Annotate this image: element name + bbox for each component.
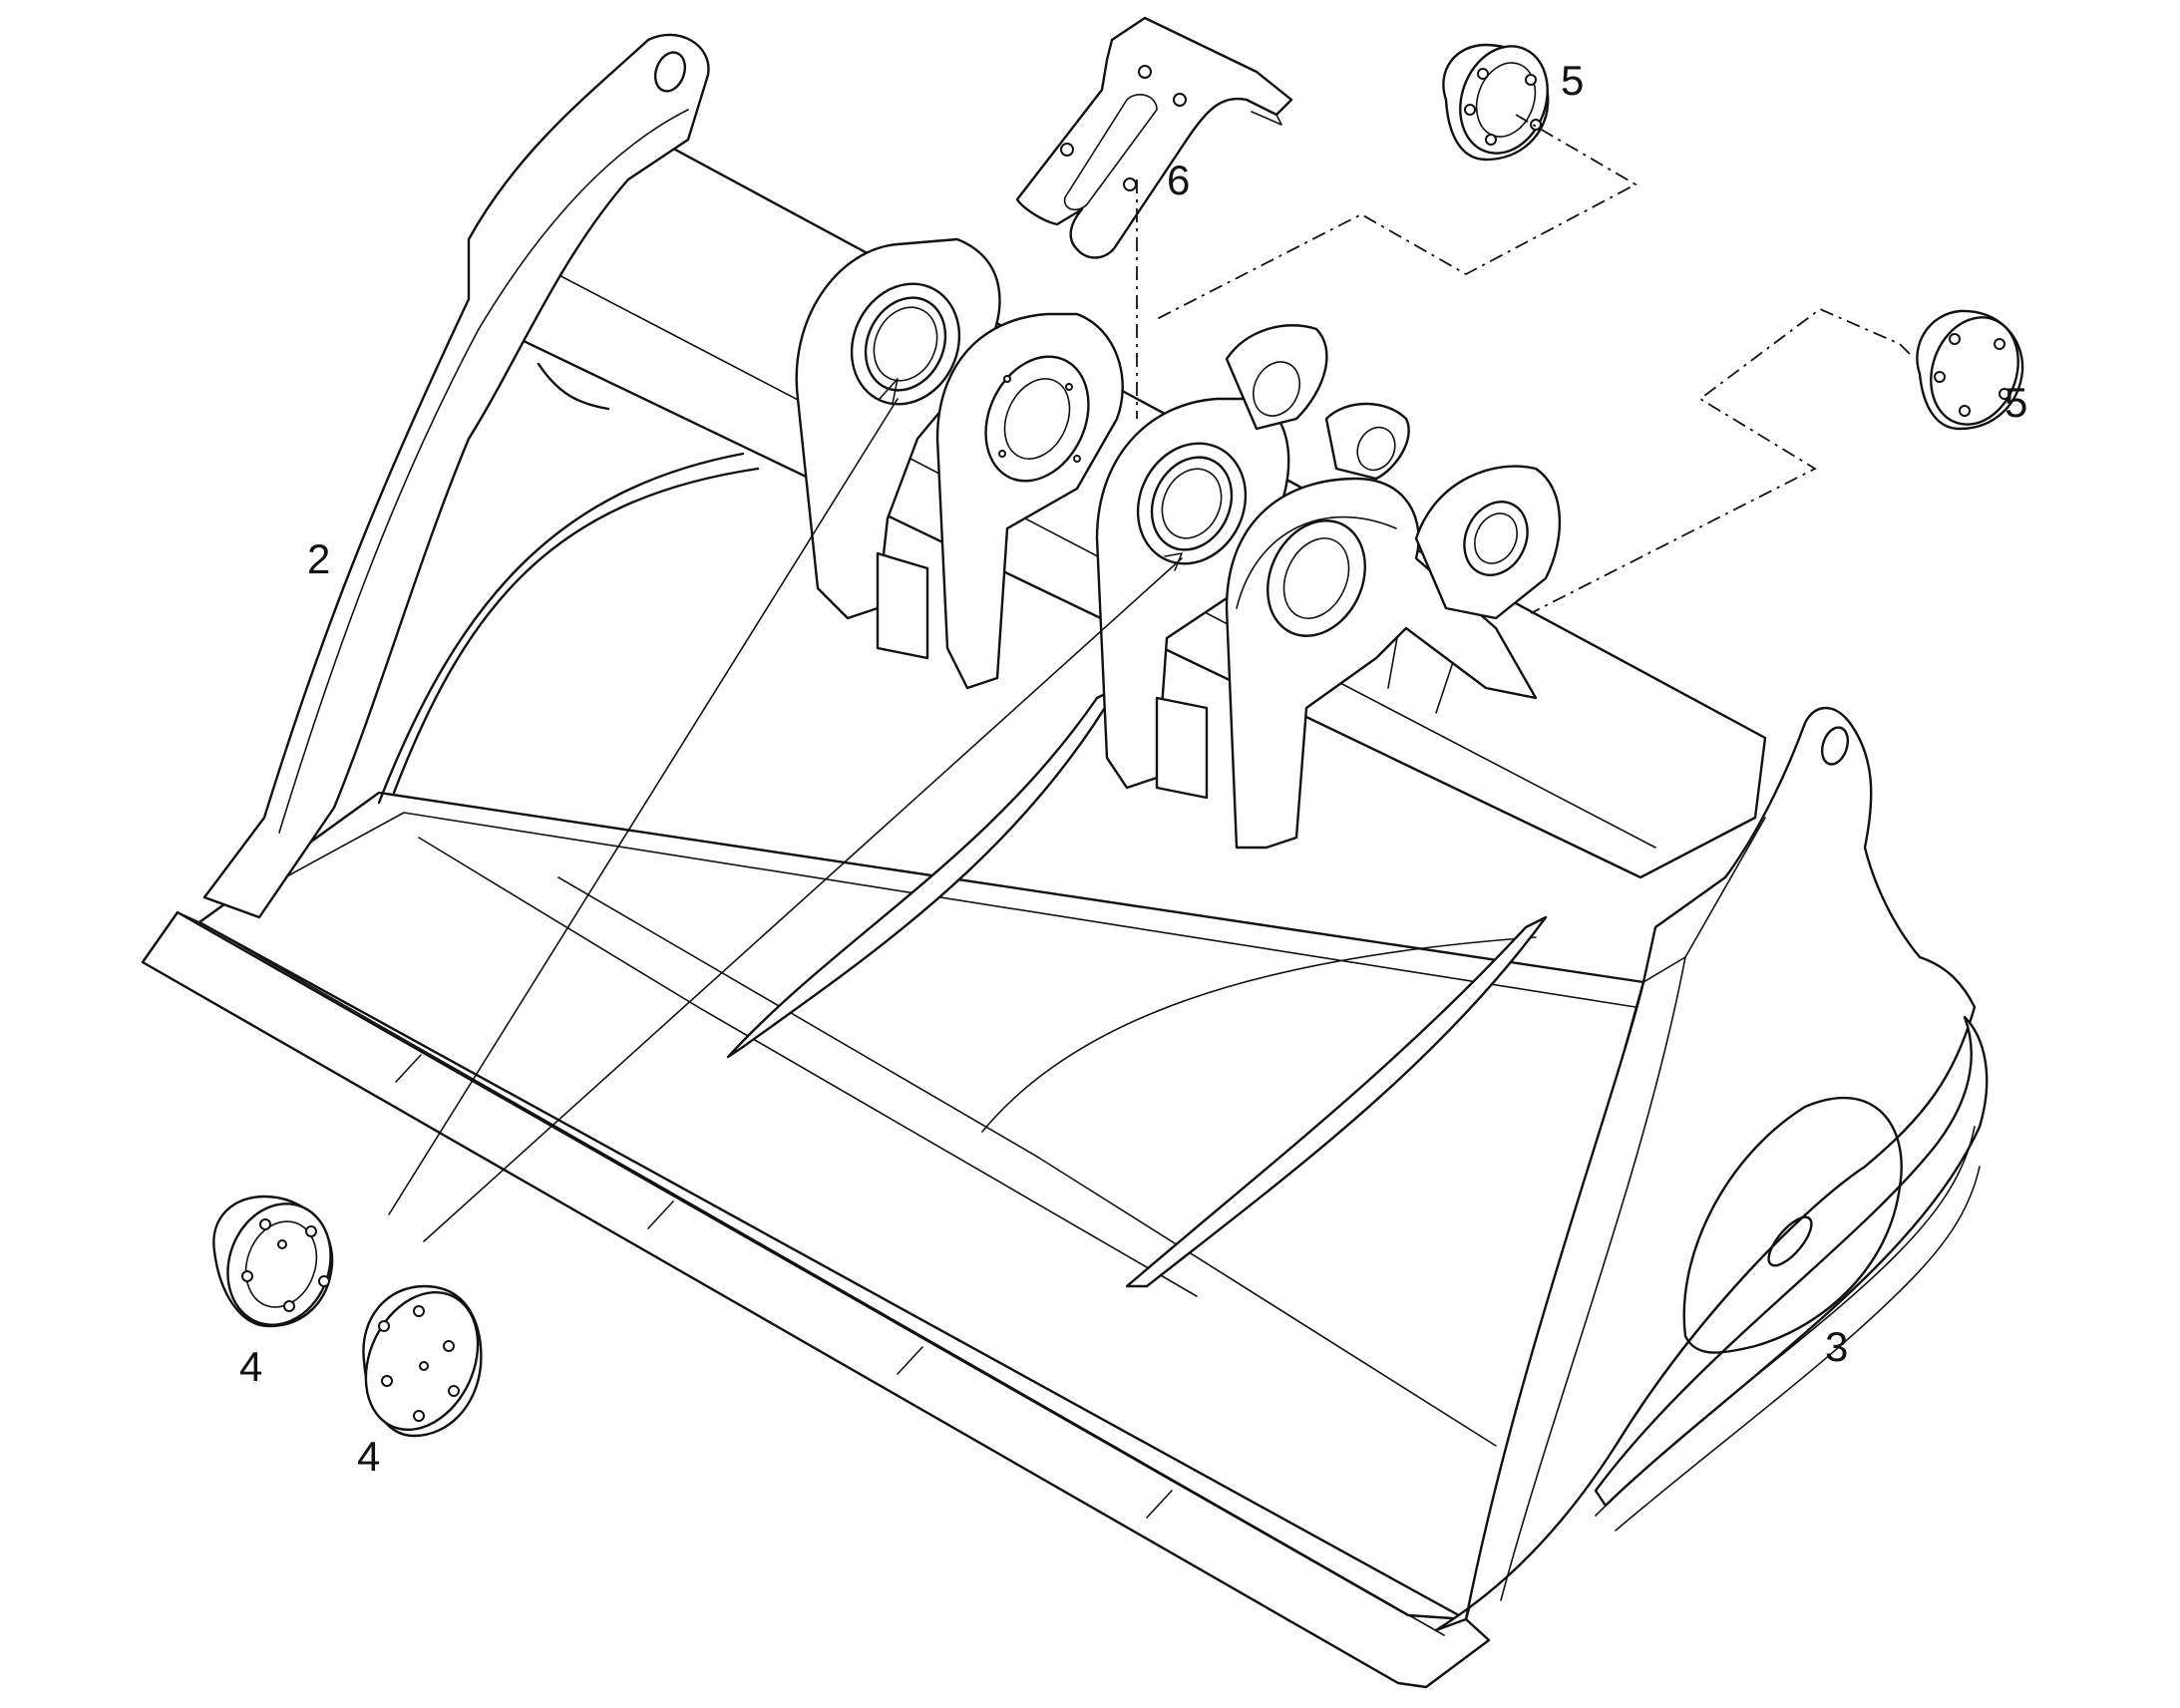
callout-part-2: 2	[307, 535, 330, 582]
cutting-edge	[141, 910, 1491, 1689]
callouts: 2 3 4 4 5 5 6	[239, 57, 2027, 1480]
part-4-cover-right	[362, 1284, 483, 1438]
callout-part-3: 3	[1825, 1323, 1848, 1370]
callout-part-4-a: 4	[239, 1343, 262, 1390]
left-side-plate	[202, 33, 710, 919]
callout-part-5-b: 5	[2004, 379, 2027, 426]
part-6-plate	[1015, 16, 1293, 259]
part-4-cover-left	[212, 1195, 334, 1328]
callout-part-5-a: 5	[1561, 57, 1584, 104]
callout-part-4-b: 4	[357, 1433, 380, 1480]
callout-part-6: 6	[1167, 157, 1190, 203]
rib-right	[1125, 915, 1548, 1288]
leader-lines	[388, 114, 1911, 1242]
bucket-body	[141, 33, 1989, 1689]
hinge-lugs	[795, 237, 1562, 850]
bucket-floor	[197, 791, 1645, 1621]
part-5-cover-right	[1916, 309, 2024, 431]
right-side-plate	[1434, 706, 1977, 1632]
part-5-cover-top	[1442, 43, 1550, 162]
part-6-plate-body	[1015, 16, 1293, 259]
